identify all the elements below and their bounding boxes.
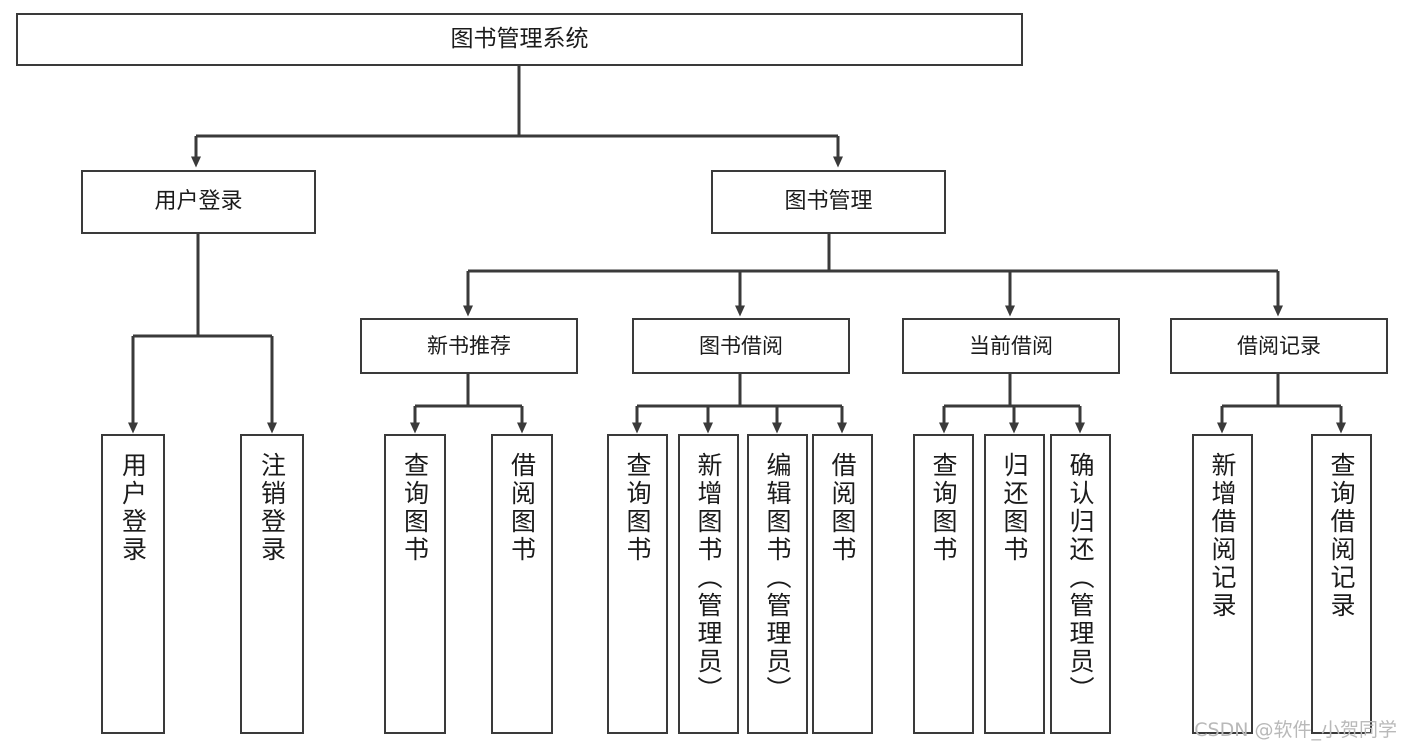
leaf-query-record[interactable]: 查询借阅记录 (1311, 434, 1372, 734)
leaf-edit-book[interactable]: 编辑图书（管理员） (747, 434, 808, 734)
leaf-confirm-return-label: 确认归还（管理员） (1066, 452, 1095, 704)
node-borrow-record[interactable]: 借阅记录 (1170, 318, 1388, 374)
leaf-borrow-book-1[interactable]: 借阅图书 (491, 434, 553, 734)
node-current-borrow[interactable]: 当前借阅 (902, 318, 1120, 374)
leaf-query-book-1[interactable]: 查询图书 (384, 434, 446, 734)
leaf-return-book-label: 归还图书 (1000, 452, 1029, 564)
leaf-add-book[interactable]: 新增图书（管理员） (678, 434, 739, 734)
watermark: CSDN @软件_小贺同学 (1194, 719, 1397, 741)
leaf-add-record[interactable]: 新增借阅记录 (1192, 434, 1253, 734)
node-user-login[interactable]: 用户登录 (81, 170, 316, 234)
node-root-label: 图书管理系统 (450, 25, 589, 52)
leaf-user-login[interactable]: 用户登录 (101, 434, 165, 734)
node-current-borrow-label: 当前借阅 (969, 333, 1053, 358)
leaf-query-record-label: 查询借阅记录 (1327, 452, 1356, 620)
leaf-borrow-book-2[interactable]: 借阅图书 (812, 434, 873, 734)
node-borrow-record-label: 借阅记录 (1237, 333, 1321, 358)
node-book-borrow-label: 图书借阅 (699, 333, 783, 358)
leaf-logout-login-label: 注销登录 (257, 452, 287, 564)
node-book-manage-label: 图书管理 (784, 189, 873, 215)
leaf-query-book-2[interactable]: 查询图书 (607, 434, 668, 734)
leaf-query-book-3-label: 查询图书 (929, 452, 958, 564)
leaf-return-book[interactable]: 归还图书 (984, 434, 1045, 734)
node-user-login-label: 用户登录 (154, 189, 243, 215)
leaf-borrow-book-1-label: 借阅图书 (507, 452, 537, 564)
node-new-book-recommend[interactable]: 新书推荐 (360, 318, 578, 374)
node-book-manage[interactable]: 图书管理 (711, 170, 946, 234)
leaf-query-book-2-label: 查询图书 (623, 452, 652, 564)
node-root[interactable]: 图书管理系统 (16, 13, 1023, 66)
leaf-logout-login[interactable]: 注销登录 (240, 434, 304, 734)
leaf-query-book-3[interactable]: 查询图书 (913, 434, 974, 734)
node-new-book-recommend-label: 新书推荐 (427, 333, 511, 358)
leaf-add-record-label: 新增借阅记录 (1208, 452, 1237, 620)
leaf-borrow-book-2-label: 借阅图书 (828, 452, 857, 564)
node-book-borrow[interactable]: 图书借阅 (632, 318, 850, 374)
leaf-confirm-return[interactable]: 确认归还（管理员） (1050, 434, 1111, 734)
leaf-query-book-1-label: 查询图书 (400, 452, 430, 564)
leaf-edit-book-label: 编辑图书（管理员） (763, 452, 792, 704)
leaf-add-book-label: 新增图书（管理员） (694, 452, 723, 704)
leaf-user-login-label: 用户登录 (118, 452, 148, 564)
